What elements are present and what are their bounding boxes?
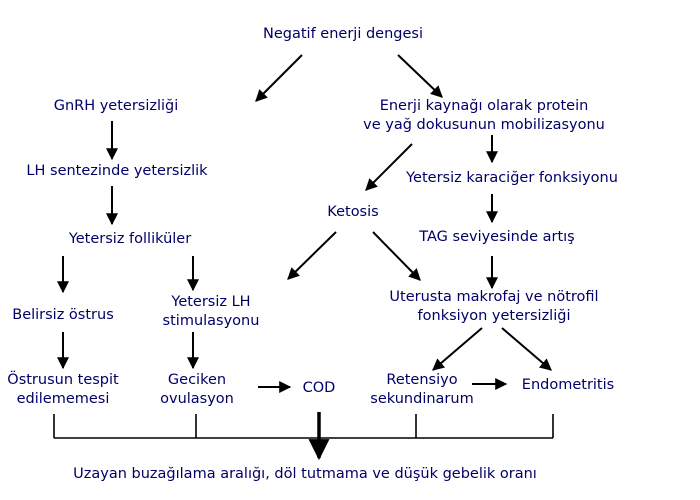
node-tag-seviyesinde-artis: TAG seviyesinde artış [419, 228, 574, 247]
node-geciken-ovulasyon: Geciken ovulasyon [160, 371, 234, 409]
node-label: Ketosis [327, 204, 379, 220]
node-negatif-enerji-dengesi: Negatif enerji dengesi [263, 25, 423, 44]
arrow-top-to-gnrh [255, 54, 303, 102]
node-label: LH sentezinde yetersizlik [26, 163, 208, 179]
arrow-top-to-enerji [397, 54, 443, 98]
node-label-line2: stimulasyonu [162, 313, 260, 329]
node-label-line1: Uterusta makrofaj ve nötrofil [389, 289, 599, 305]
node-label: TAG seviyesinde artış [419, 229, 575, 245]
node-gnrh-yetersizligi: GnRH yetersizliği [54, 97, 179, 116]
node-retensiyo-sekundinarum: Retensiyo sekundinarum [370, 371, 473, 409]
node-label: Negatif enerji dengesi [263, 26, 423, 42]
node-label-line2: ve yağ dokusunun mobilizasyonu [363, 117, 605, 133]
node-label: Yetersiz folliküler [68, 231, 192, 247]
node-belirsiz-ostrus: Belirsiz östrus [12, 306, 114, 325]
bottom-bracket [53, 414, 554, 439]
node-enerji-kaynagi: Enerji kaynağı olarak protein ve yağ dok… [363, 97, 605, 135]
node-endometritis: Endometritis [522, 376, 614, 395]
node-label: Yetersiz karaciğer fonksiyonu [406, 170, 618, 186]
node-label-line1: Yetersiz LH [171, 294, 251, 310]
node-label: GnRH yetersizliği [53, 98, 179, 114]
node-label: Uzayan buzağılama aralığı, döl tutmama v… [73, 466, 537, 482]
node-yetersiz-follikuler: Yetersiz folliküler [69, 230, 191, 249]
node-label-line1: Östrusun tespit [7, 372, 119, 388]
arrow-uterus-to-endometritis [501, 327, 552, 371]
arrow-ketosis-to-uterus [372, 231, 421, 281]
arrow-ketosis-to-lh-stim [287, 231, 337, 280]
node-yetersiz-karaciger-fonksiyonu: Yetersiz karaciğer fonksiyonu [406, 169, 618, 188]
node-uzayan-buzagilama: Uzayan buzağılama aralığı, döl tutmama v… [73, 465, 537, 484]
node-ketosis: Ketosis [327, 203, 378, 222]
arrow-uterus-to-retensiyo [432, 327, 483, 371]
node-lh-sentezinde-yetersizlik: LH sentezinde yetersizlik [26, 162, 207, 181]
node-label-line2: fonksiyon yetersizliği [417, 308, 571, 324]
node-cod: COD [303, 379, 336, 398]
node-label-line1: Retensiyo [386, 372, 458, 388]
arrow-enerji-to-ketosis [365, 143, 413, 191]
node-label-line1: Enerji kaynağı olarak protein [379, 98, 589, 114]
node-label-line1: Geciken [167, 372, 227, 388]
node-uterusta-makrofaj: Uterusta makrofaj ve nötrofil fonksiyon … [389, 288, 598, 326]
node-label: Belirsiz östrus [12, 307, 114, 323]
node-yetersiz-lh-stimulasyonu: Yetersiz LH stimulasyonu [163, 293, 260, 331]
node-label-line2: sekundinarum [370, 391, 474, 407]
node-ostrusun-tespit-edilememesi: Östrusun tespit edilememesi [7, 371, 118, 409]
node-label: COD [302, 380, 336, 396]
node-label: Endometritis [521, 377, 615, 393]
node-label-line2: ovulasyon [160, 391, 234, 407]
node-label-line2: edilememesi [16, 391, 110, 407]
